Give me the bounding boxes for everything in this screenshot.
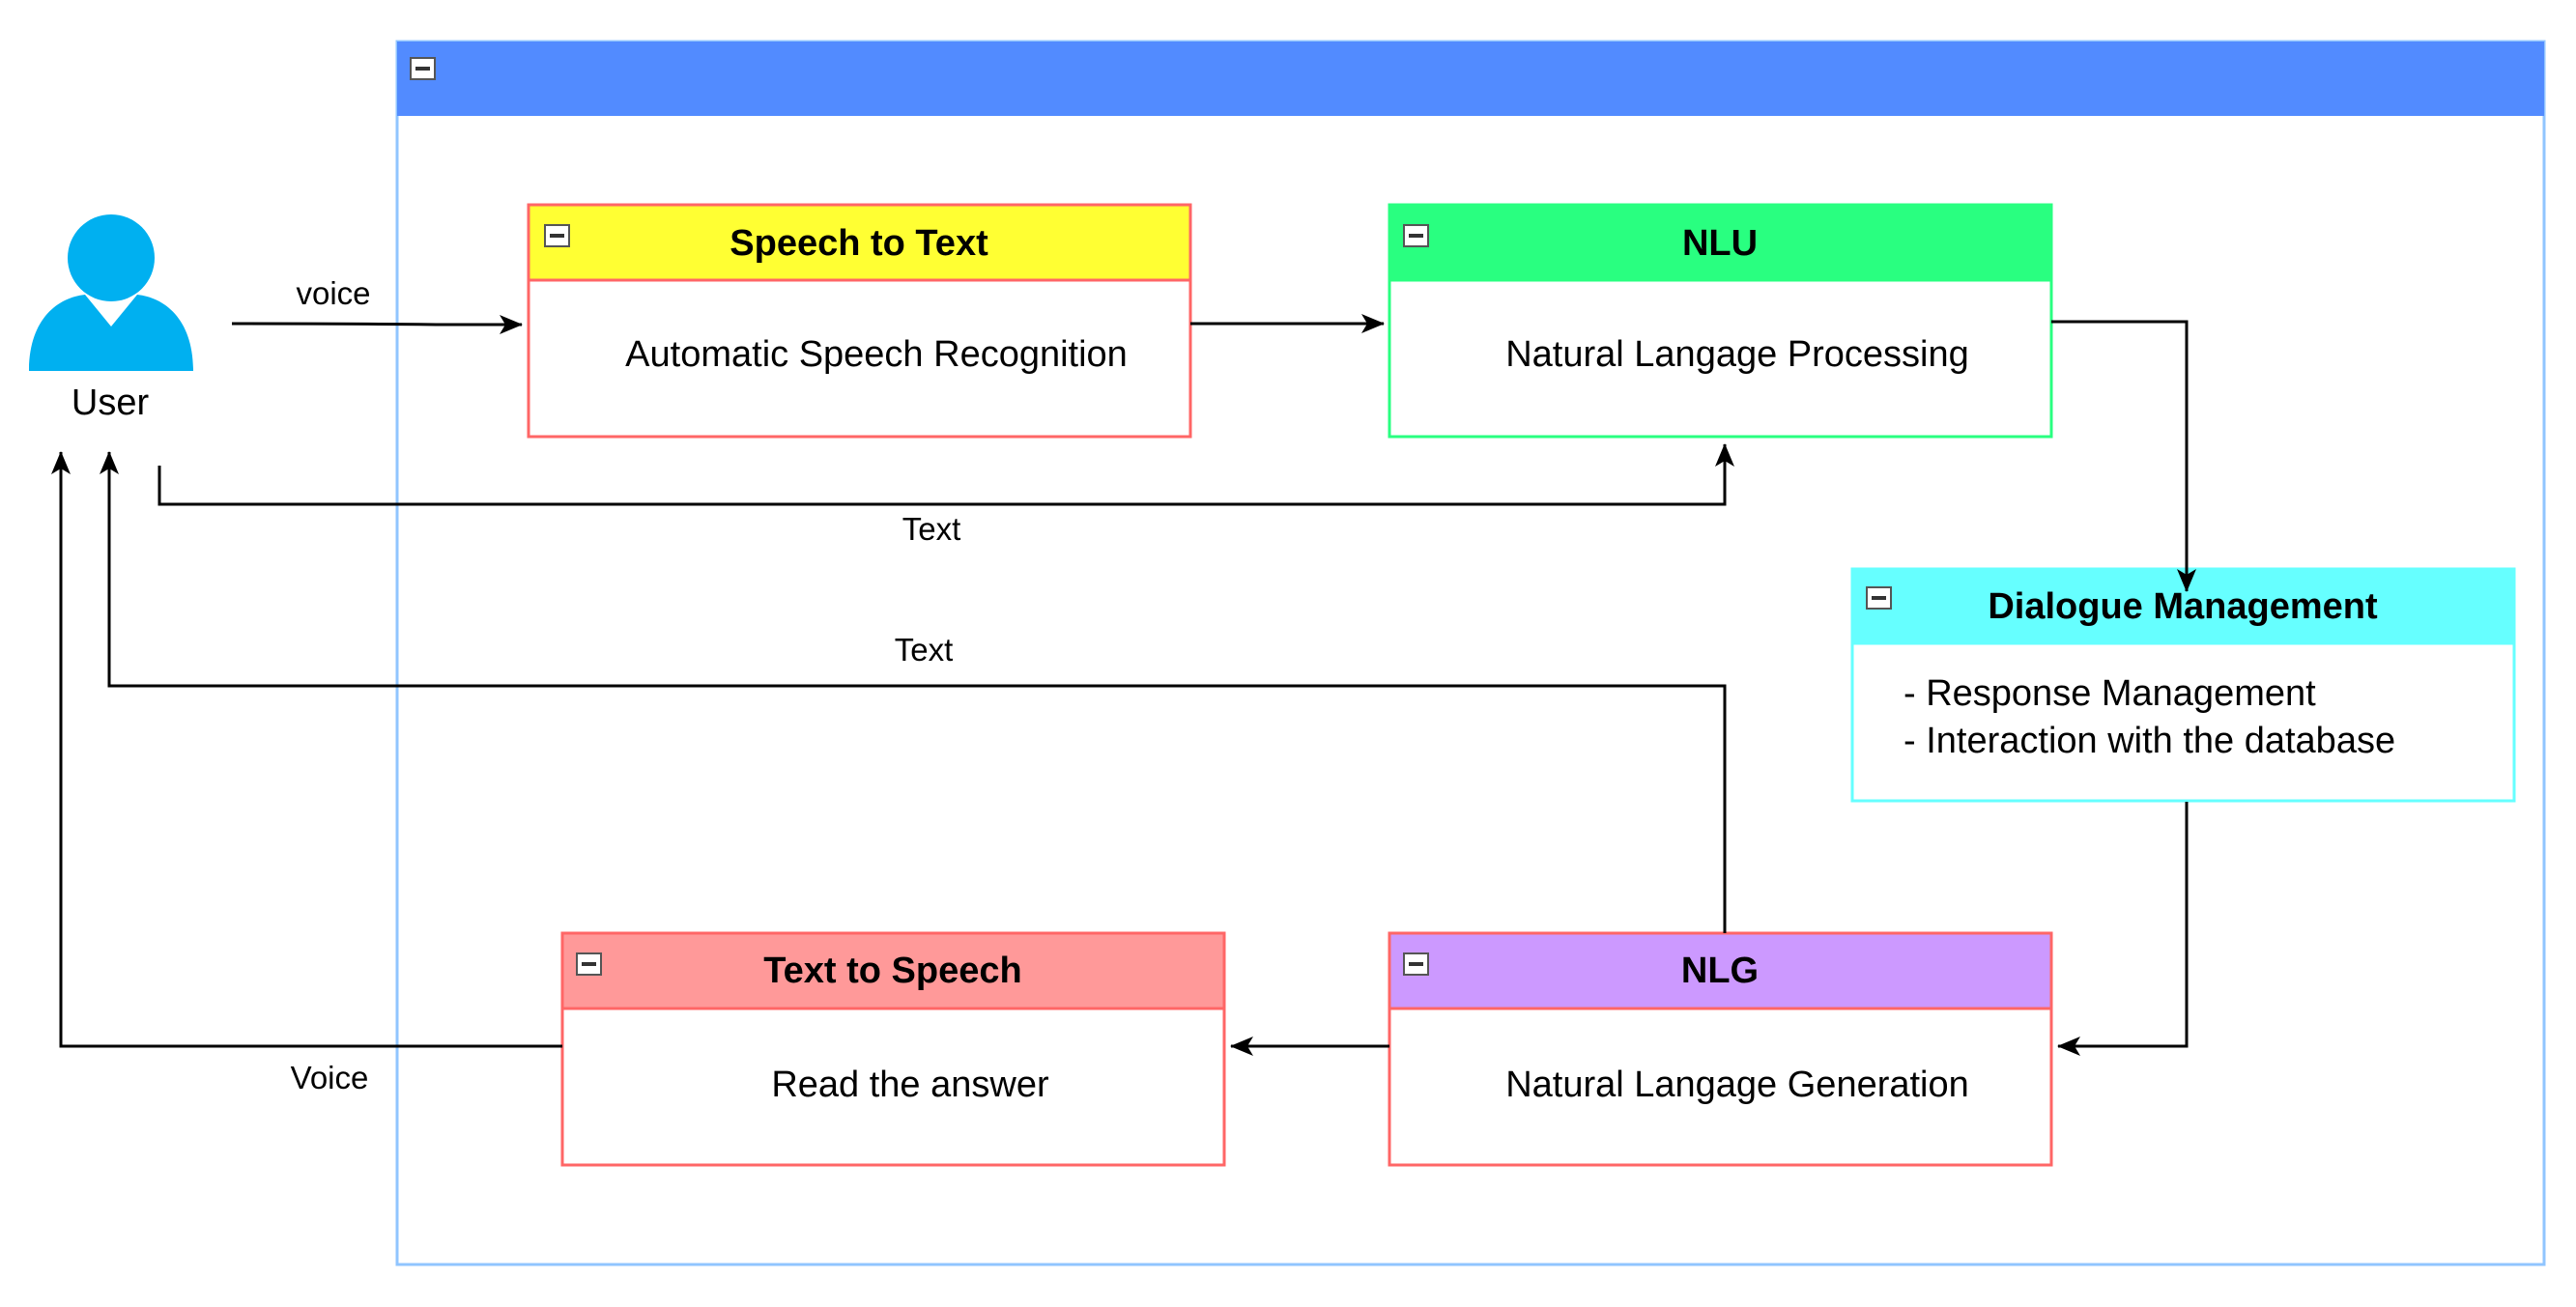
- collapse-icon[interactable]: [1403, 952, 1429, 976]
- collapse-icon[interactable]: [1866, 586, 1892, 610]
- edge-label-voice-out: Voice: [291, 1060, 369, 1095]
- node-speech-to-text[interactable]: Speech to Text Automatic Speech Recognit…: [527, 203, 1192, 439]
- node-body-line: Automatic Speech Recognition: [625, 334, 1128, 375]
- container-header: [397, 42, 2544, 116]
- user-icon: [29, 214, 193, 371]
- collapse-icon[interactable]: [576, 952, 602, 976]
- edge-label-voice-in: voice: [296, 275, 370, 311]
- node-title: Dialogue Management: [1988, 586, 2378, 627]
- node-dialogue-management[interactable]: Dialogue Management - Response Managemen…: [1850, 567, 2516, 803]
- collapse-icon[interactable]: [544, 224, 570, 247]
- collapse-icon[interactable]: [410, 57, 436, 80]
- node-nlu[interactable]: NLU Natural Langage Processing: [1388, 203, 2053, 439]
- user-label: User: [72, 383, 150, 423]
- node-title: Text to Speech: [763, 951, 1021, 991]
- node-body-line: - Response Management: [1903, 673, 2316, 714]
- node-title: NLU: [1682, 223, 1758, 264]
- collapse-icon[interactable]: [1403, 224, 1429, 247]
- edge-user-to-nlu: [157, 443, 1734, 506]
- edge-dm-to-nlg: [2057, 802, 2189, 1056]
- node-title: Speech to Text: [730, 223, 988, 264]
- edge-label-text-out: Text: [895, 632, 954, 668]
- node-body-line: - Interaction with the database: [1903, 721, 2395, 761]
- edge-user-to-stt: [231, 315, 523, 334]
- node-nlg[interactable]: NLG Natural Langage Generation: [1388, 931, 2053, 1167]
- node-body-line: Natural Langage Processing: [1505, 334, 1969, 375]
- edge-nlg-to-user: [100, 451, 1727, 933]
- user-actor: User: [29, 214, 193, 423]
- edge-label-text-in: Text: [902, 511, 961, 547]
- edge-tts-to-user: [51, 451, 562, 1048]
- node-text-to-speech[interactable]: Text to Speech Read the answer: [560, 931, 1226, 1167]
- edge-nlu-to-dm: [2051, 320, 2196, 592]
- node-body-line: Natural Langage Generation: [1505, 1065, 1969, 1105]
- node-title: NLG: [1681, 951, 1759, 991]
- node-body-line: Read the answer: [771, 1065, 1049, 1105]
